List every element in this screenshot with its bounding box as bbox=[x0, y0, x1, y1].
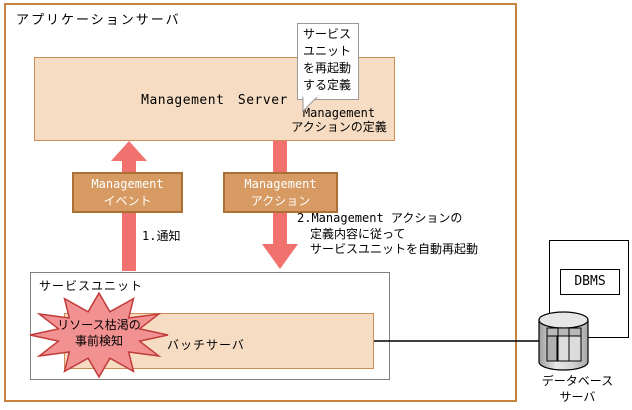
auto-restart-note-line3: サービスユニットを自動再起動 bbox=[310, 242, 479, 256]
callout-line: サービス bbox=[303, 27, 352, 41]
callout-tail-icon bbox=[302, 95, 320, 113]
batch-server-label: バッチサーバ bbox=[167, 338, 245, 352]
notify-label: 1.通知 bbox=[142, 229, 181, 243]
database-server-line2: サーバ bbox=[559, 390, 596, 404]
management-action-box: Management アクション bbox=[223, 172, 338, 213]
management-action-line2: アクション bbox=[250, 194, 311, 208]
management-action-line1: Management bbox=[244, 177, 317, 191]
dbms-box: DBMS bbox=[560, 269, 620, 295]
callout-bubble: サービス ユニット を再起動 する定義 bbox=[297, 23, 359, 100]
management-event-line1: Management bbox=[91, 177, 164, 191]
application-server-box bbox=[4, 3, 517, 402]
callout-line: を再起動 bbox=[303, 61, 352, 75]
management-action-definition-line1: Management bbox=[302, 106, 376, 120]
callout-line: ユニット bbox=[303, 44, 352, 58]
management-server-label: Management Server bbox=[141, 93, 288, 108]
resource-burst-line1: リソース枯渇の bbox=[57, 318, 141, 332]
management-event-line2: イベント bbox=[103, 194, 152, 208]
auto-restart-note: 2.Management アクションの 定義内容に従って サービスユニットを自動… bbox=[297, 211, 478, 258]
callout-line: する定義 bbox=[303, 78, 352, 92]
resource-burst-label: リソース枯渇の 事前検知 bbox=[29, 318, 169, 349]
application-server-label: アプリケーションサーバ bbox=[16, 13, 181, 28]
management-action-definition-line2: アクションの定義 bbox=[291, 120, 387, 134]
database-server-label: データベース サーバ bbox=[527, 373, 628, 405]
database-server-line1: データベース bbox=[541, 374, 614, 388]
management-action-definition-label: Management アクションの定義 bbox=[283, 106, 395, 134]
resource-burst-line2: 事前検知 bbox=[74, 333, 123, 348]
service-unit-label: サービスユニット bbox=[39, 279, 144, 293]
auto-restart-note-line2: 定義内容に従って bbox=[310, 226, 406, 241]
auto-restart-note-line1: 2.Management アクションの bbox=[297, 211, 463, 225]
management-event-box: Management イベント bbox=[72, 172, 183, 213]
